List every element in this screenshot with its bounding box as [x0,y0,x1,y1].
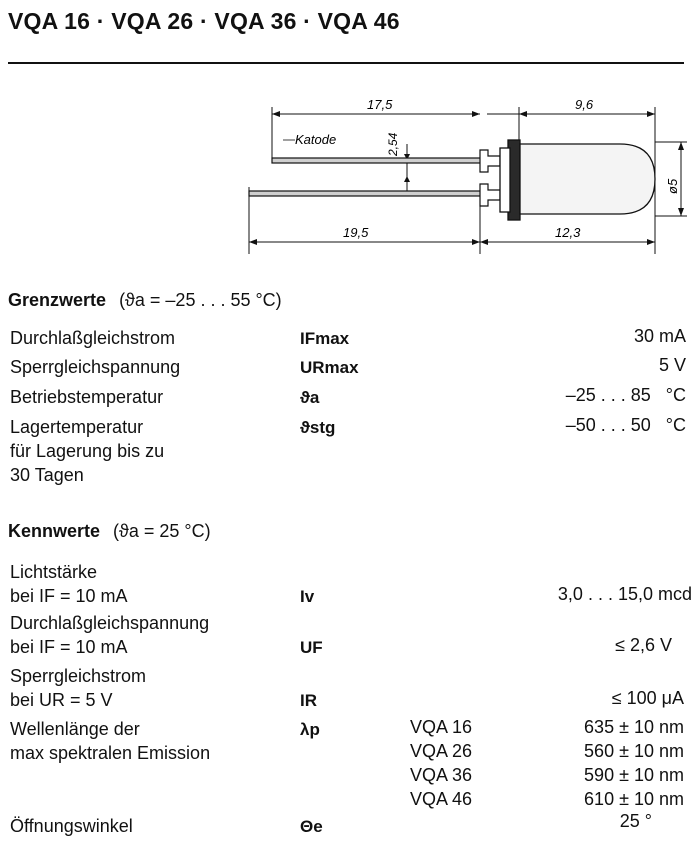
char-value-3: ≤ 100 μA [611,688,684,708]
char-name-3: Sperrgleichstrom [10,666,147,686]
wavelength-value-1: 635 ± 10 nm [584,717,684,737]
char-symbol-5: Θe [300,817,323,836]
limit-name-3: Betriebstemperatur [10,387,164,407]
wavelength-value-4: 610 ± 10 nm [584,789,684,809]
characteristics-section-heading: Kennwerte (ϑa = 25 °C) [8,521,211,542]
char-symbol-1: Iv [300,587,315,606]
char-symbol-4: λp [300,720,320,739]
dim-diameter: ø5 [665,178,680,194]
limit-name-1: Durchlaßgleichstrom [10,328,176,348]
limit-name-4: Lagertemperatur [10,417,144,437]
char-name-2: Durchlaßgleichspannung [10,613,210,633]
wavelength-value-2: 560 ± 10 nm [584,741,684,761]
char-name-2-line2: bei IF = 10 mA [10,637,128,657]
char-value-1: 3,0 . . . 15,0 mcd [557,584,692,604]
wavelength-model-4: VQA 46 [410,789,473,809]
char-name-1-line2: bei IF = 10 mA [10,586,128,606]
wavelength-model-2: VQA 26 [410,741,473,761]
char-name-4-line2: max spektralen Emission [10,743,211,763]
led-dimension-drawing: 17,5 9,6 Katode 2,54 ø5 19,5 12,3 [248,97,687,254]
dim-pitch: 2,54 [386,132,400,157]
dim-top-right: 9,6 [575,97,594,112]
char-name-4: Wellenlänge der [10,719,140,739]
char-name-3-line2: bei UR = 5 V [10,690,113,710]
katode-label: Katode [295,132,336,147]
char-name-1: Lichtstärke [10,562,98,582]
characteristics-condition: (ϑa = 25 °C) [113,521,211,541]
char-value-2: ≤ 2,6 V [615,635,672,655]
limits-condition: (ϑa = –25 . . . 55 °C) [119,290,282,310]
page-title: VQA 16 · VQA 26 · VQA 36 · VQA 46 [8,8,400,34]
limit-value-3: –25 . . . 85 °C [565,385,686,405]
limit-symbol-1: IFmax [300,329,350,348]
limit-name-4-line2: für Lagerung bis zu [10,441,165,461]
limit-symbol-2: URmax [300,358,359,377]
limit-symbol-4: ϑstg [300,418,336,437]
wavelength-value-3: 590 ± 10 nm [584,765,684,785]
limit-name-4-line3: 30 Tagen [10,465,84,485]
limit-value-4: –50 . . . 50 °C [565,415,686,435]
limits-section-heading: Grenzwerte (ϑa = –25 . . . 55 °C) [8,290,282,311]
char-value-5: 25 ° [619,811,652,831]
title-divider [8,62,684,64]
wavelength-model-1: VQA 16 [410,717,473,737]
limit-value-1: 30 mA [633,326,686,346]
characteristics-heading: Kennwerte [8,521,101,541]
limit-name-2: Sperrgleichspannung [10,357,181,377]
char-symbol-2: UF [300,638,323,657]
limits-heading: Grenzwerte [8,290,107,310]
dim-bottom-left: 19,5 [343,225,369,240]
char-symbol-3: IR [300,691,317,710]
char-name-5: Öffnungswinkel [10,816,133,836]
limit-symbol-3: ϑa [300,388,320,407]
dim-top-left: 17,5 [367,97,393,112]
wavelength-model-3: VQA 36 [410,765,473,785]
limit-value-2: 5 V [658,355,686,375]
dim-bottom-right: 12,3 [555,225,581,240]
